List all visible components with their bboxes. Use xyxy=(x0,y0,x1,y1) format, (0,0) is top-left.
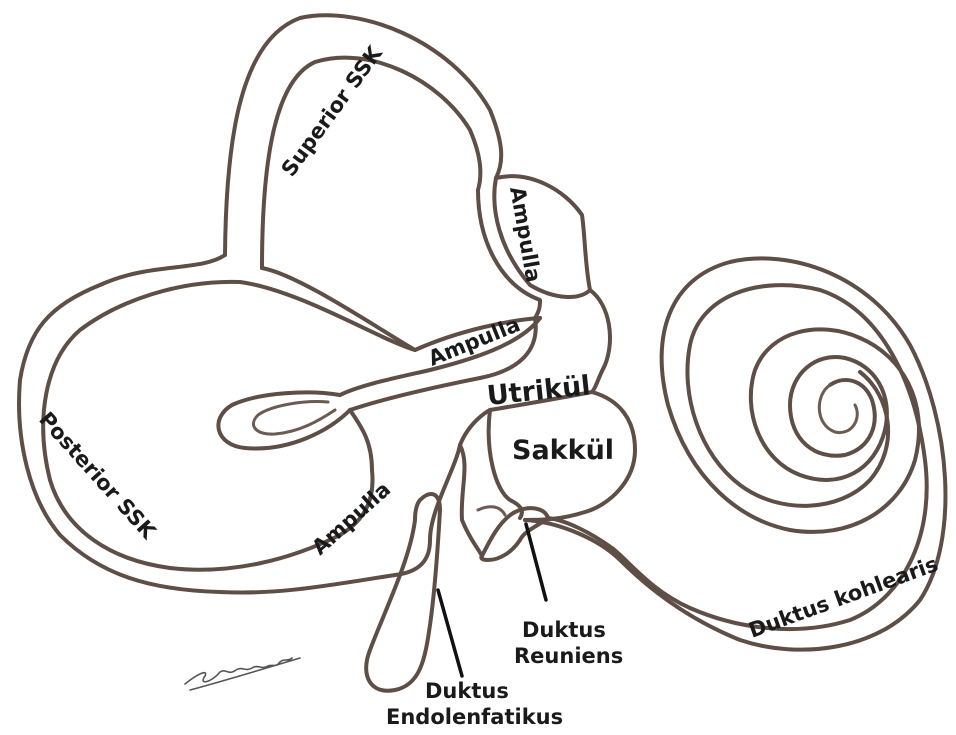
ductus-reuniens-wall xyxy=(481,508,548,560)
superior-ssk-label: Superior SSK xyxy=(277,41,388,181)
cochlear-apex xyxy=(819,385,857,433)
endolymphatic-duct-neck xyxy=(460,445,482,556)
duktus-reuniens-label-1: Duktus xyxy=(522,618,606,642)
duktus-kohlearis-label: Duktus kohlearis xyxy=(746,552,942,643)
crus-loop-outer xyxy=(218,392,350,448)
duktus-endolenfatikus-label-1: Duktus xyxy=(425,679,509,703)
ampulla-top-label: Ampulla xyxy=(505,185,545,284)
duktus-reuniens-label-2: Reuniens xyxy=(514,644,623,668)
duktus-endolenfatikus-label-2: Endolenfatikus xyxy=(386,705,563,729)
endolymphatic-leader xyxy=(438,590,462,676)
utrikul-label: Utrikül xyxy=(485,370,592,412)
sakkul-label: Sakkül xyxy=(512,435,614,466)
ampulla-bottom-label: Ampulla xyxy=(307,477,395,560)
reuniens-leader xyxy=(526,524,546,600)
endolymphatic-duct xyxy=(366,494,440,691)
lateral-canal-upper xyxy=(19,255,430,593)
artist-signature xyxy=(185,658,300,690)
endolymphatic-duct-inner xyxy=(478,507,505,515)
